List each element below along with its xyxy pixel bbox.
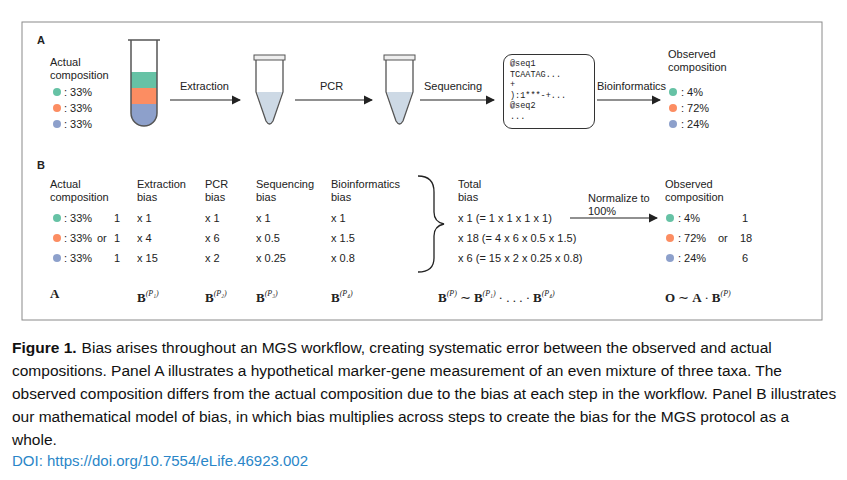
- label: : 33%: [64, 252, 92, 265]
- math-expression: B(P₃): [256, 286, 278, 305]
- math-expression: B(P)∼B(P₁)· . . . ·B(P₄): [438, 286, 555, 305]
- read-text: @seq1 TCAATAG... + ):1***-+... @seq2 ...: [510, 59, 588, 122]
- sequence-reads-box: @seq1 TCAATAG... + ):1***-+... @seq2 ...: [503, 54, 595, 129]
- label: : 24%: [681, 118, 709, 131]
- label: (P₄): [542, 289, 555, 298]
- label: x 6: [205, 232, 220, 245]
- math-symbol: B: [205, 290, 214, 305]
- label: ∼: [678, 290, 689, 305]
- label: Extraction: [180, 80, 229, 93]
- label: (P): [447, 289, 457, 298]
- label: : 33%: [64, 232, 92, 245]
- column-heading: Actual composition: [50, 56, 114, 82]
- label: : 4%: [678, 212, 700, 225]
- label: B: [533, 290, 542, 305]
- label: (P₃): [265, 289, 278, 298]
- label: Sequencing: [424, 80, 482, 93]
- column-heading: Observed composition: [668, 48, 740, 74]
- label: or: [718, 232, 728, 245]
- label: B: [474, 290, 483, 305]
- math-expression: B(P₂): [205, 286, 227, 305]
- label: x 1: [137, 212, 152, 225]
- label: x 1 (= 1 x 1 x 1 x 1): [458, 212, 552, 225]
- column-heading: Normalize to 100%: [588, 192, 654, 218]
- math-expression: B(P₄): [331, 286, 353, 305]
- label: : 33%: [64, 86, 92, 99]
- label: ·: [705, 290, 709, 305]
- caption-paragraph: Figure 1.Bias arises throughout an MGS w…: [12, 336, 838, 451]
- column-heading: Bioinformatics bias: [331, 178, 409, 204]
- panel-letter: A: [37, 34, 45, 47]
- label: x 6 (= 15 x 2 x 0.25 x 0.8): [458, 252, 582, 265]
- column-heading: PCR bias: [205, 178, 245, 204]
- label: Bioinformatics: [597, 80, 666, 93]
- math-expression: O∼A ·B(P): [665, 286, 731, 305]
- math-expression: A: [50, 286, 59, 301]
- column-heading: Observed composition: [665, 178, 737, 204]
- label: : 33%: [64, 102, 92, 115]
- math-symbol: O: [665, 290, 675, 305]
- caption-text: Bias arises throughout an MGS workflow, …: [12, 339, 836, 448]
- label: A: [692, 290, 701, 305]
- label: (P₂): [214, 289, 227, 298]
- math-symbol: A: [50, 286, 59, 301]
- column-heading: Extraction bias: [137, 178, 195, 204]
- label: : 33%: [64, 118, 92, 131]
- label: : 33%: [64, 212, 92, 225]
- math-symbol: B: [256, 290, 265, 305]
- math-expression: B(P₁): [137, 286, 159, 305]
- math-symbol: B: [331, 290, 340, 305]
- label: (P): [721, 289, 731, 298]
- label: x 15: [137, 252, 158, 265]
- math-symbol: B: [137, 290, 146, 305]
- label: x 0.25: [256, 252, 286, 265]
- label: x 18 (= 4 x 6 x 0.5 x 1.5): [458, 232, 576, 245]
- label: 18: [740, 232, 752, 245]
- label: x 1: [256, 212, 271, 225]
- math-symbol: B: [438, 290, 447, 305]
- label: (P₁): [483, 289, 496, 298]
- label: (P₁): [146, 289, 159, 298]
- label: : 72%: [678, 232, 706, 245]
- doi-line: DOI: https://doi.org/10.7554/eLife.46923…: [12, 452, 308, 470]
- label: : 4%: [681, 86, 703, 99]
- label: 1: [114, 212, 120, 225]
- label: 1: [742, 212, 748, 225]
- label: x 1.5: [331, 232, 355, 245]
- label: x 0.8: [331, 252, 355, 265]
- column-heading: Actual composition: [50, 178, 114, 204]
- column-heading: Total bias: [458, 178, 498, 204]
- label: x 0.5: [256, 232, 280, 245]
- label: or: [97, 232, 107, 245]
- label: x 4: [137, 232, 152, 245]
- label: (P₄): [340, 289, 353, 298]
- label: ∼: [460, 290, 471, 305]
- label: PCR: [320, 80, 343, 93]
- doi-link: DOI: https://doi.org/10.7554/eLife.46923…: [12, 452, 308, 469]
- label: 1: [114, 232, 120, 245]
- label: 6: [742, 252, 748, 265]
- label: B: [712, 290, 721, 305]
- column-heading: Sequencing bias: [256, 178, 318, 204]
- label: x 1: [205, 212, 220, 225]
- label: x 1: [331, 212, 346, 225]
- label: · . . . ·: [499, 290, 530, 305]
- label: x 2: [205, 252, 220, 265]
- figure-label: Figure 1.: [12, 339, 77, 356]
- label: : 72%: [681, 102, 709, 115]
- label: 1: [114, 252, 120, 265]
- label: : 24%: [678, 252, 706, 265]
- panel-letter: B: [37, 159, 45, 172]
